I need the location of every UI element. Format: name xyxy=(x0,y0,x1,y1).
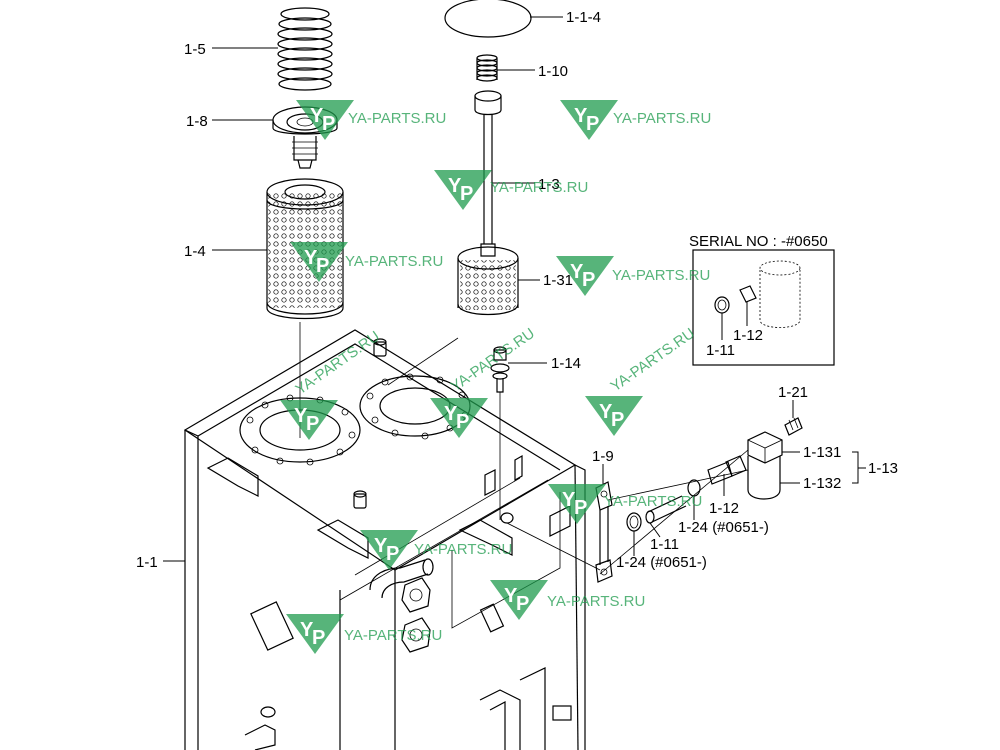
watermark-text: YA-PARTS.RU xyxy=(490,179,588,196)
o-ring-1-1-4 xyxy=(444,0,532,38)
air-breather-bolt-1-14 xyxy=(490,346,601,571)
label-1-11-inset: 1-11 xyxy=(706,342,735,359)
watermark-text: YA-PARTS.RU xyxy=(604,493,702,510)
svg-text:Y: Y xyxy=(304,247,318,269)
svg-text:Y: Y xyxy=(562,489,576,511)
watermark-text-diagonal: YA-PARTS.RU xyxy=(608,325,698,395)
label-1-10: 1-10 xyxy=(538,63,568,80)
watermark-text: YA-PARTS.RU xyxy=(345,253,443,270)
svg-text:P: P xyxy=(316,255,329,277)
spring-1-10 xyxy=(476,54,498,82)
strainer-1-4 xyxy=(266,178,344,438)
watermark-text: YA-PARTS.RU xyxy=(547,593,645,610)
label-1-14: 1-14 xyxy=(551,355,581,372)
svg-text:Y: Y xyxy=(374,535,388,557)
label-1-1-4: 1-1-4 xyxy=(566,9,601,26)
svg-text:P: P xyxy=(312,627,325,649)
spring-1-5 xyxy=(277,7,333,91)
part-labels: 1-1-4 1-5 1-10 1-8 1-3 1-4 1-31 1-14 1-1… xyxy=(136,9,898,571)
svg-text:P: P xyxy=(456,411,469,433)
watermark-text: YA-PARTS.RU xyxy=(613,110,711,127)
serial-inset: SERIAL NO : -#0650 xyxy=(689,233,835,366)
svg-text:P: P xyxy=(586,113,599,135)
svg-text:P: P xyxy=(460,183,473,205)
watermark-logo: YP xyxy=(556,256,614,296)
label-1-24-a: 1-24 (#0651-) xyxy=(678,519,769,536)
label-1-12-main: 1-12 xyxy=(709,500,739,517)
label-1-1: 1-1 xyxy=(136,554,158,571)
watermark-text-diagonal: YA-PARTS.RU xyxy=(293,328,383,398)
svg-text:Y: Y xyxy=(448,175,462,197)
svg-text:P: P xyxy=(322,113,335,135)
label-1-131: 1-131 xyxy=(803,444,841,461)
label-1-9: 1-9 xyxy=(592,448,614,465)
watermark-logo: YP xyxy=(434,170,492,210)
inset-title: SERIAL NO : -#0650 xyxy=(689,233,828,250)
svg-text:P: P xyxy=(386,543,399,565)
svg-text:Y: Y xyxy=(300,619,314,641)
label-1-21: 1-21 xyxy=(778,384,808,401)
svg-text:Y: Y xyxy=(294,405,308,427)
watermark-text: YA-PARTS.RU xyxy=(414,541,512,558)
svg-text:P: P xyxy=(611,409,624,431)
svg-text:Y: Y xyxy=(504,585,518,607)
label-1-4: 1-4 xyxy=(184,243,206,260)
svg-text:P: P xyxy=(582,269,595,291)
watermark-logo: YP xyxy=(490,580,548,620)
level-gauge-1-9 xyxy=(595,481,613,583)
label-1-13: 1-13 xyxy=(868,460,898,477)
svg-text:P: P xyxy=(516,593,529,615)
label-1-8: 1-8 xyxy=(186,113,208,130)
watermark-logo: YP xyxy=(290,242,348,282)
svg-text:Y: Y xyxy=(599,401,613,423)
svg-text:Y: Y xyxy=(310,105,324,127)
watermark-logo: YP xyxy=(360,530,418,570)
strainer-1-31 xyxy=(387,246,519,386)
svg-text:Y: Y xyxy=(574,105,588,127)
leader-lines xyxy=(163,16,866,562)
watermark-logo: YP xyxy=(286,614,344,654)
label-1-24-b: 1-24 (#0651-) xyxy=(616,554,707,571)
watermark-text-diagonal: YA-PARTS.RU xyxy=(448,325,538,395)
label-1-132: 1-132 xyxy=(803,475,841,492)
label-1-11-main: 1-11 xyxy=(650,536,679,553)
watermark-text: YA-PARTS.RU xyxy=(612,267,710,284)
label-1-3: 1-3 xyxy=(538,176,560,193)
watermark-logo: YP xyxy=(280,400,338,440)
svg-text:P: P xyxy=(306,413,319,435)
watermark-logo: YP xyxy=(430,398,488,438)
watermark-logo: YP xyxy=(548,484,606,524)
svg-text:Y: Y xyxy=(444,403,458,425)
label-1-5: 1-5 xyxy=(184,41,206,58)
watermark-text: YA-PARTS.RU xyxy=(344,627,442,644)
watermark-logo: YP xyxy=(585,396,643,436)
watermark-logo: YP xyxy=(560,100,618,140)
svg-text:P: P xyxy=(574,497,587,519)
watermark-logo: YP xyxy=(296,100,354,140)
label-1-31: 1-31 xyxy=(543,272,573,289)
label-1-12-inset: 1-12 xyxy=(733,327,763,344)
svg-text:Y: Y xyxy=(570,261,584,283)
watermark-text: YA-PARTS.RU xyxy=(348,110,446,127)
